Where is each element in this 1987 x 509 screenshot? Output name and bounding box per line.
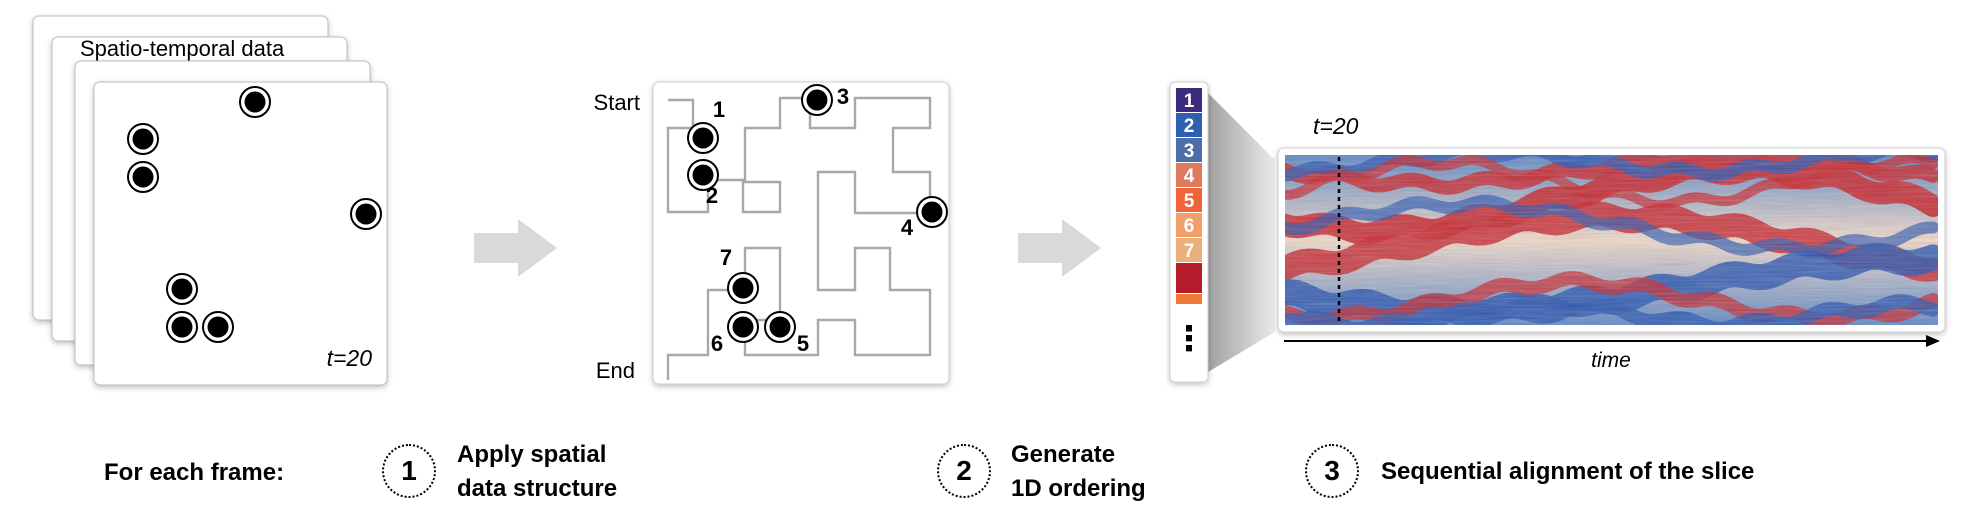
ordering-swatch-4: 4 [1176, 163, 1202, 187]
frame-point-7 [202, 311, 234, 343]
step-1-text: Apply spatial data structure [457, 438, 617, 506]
ordering-ellipsis: ⋮ [1172, 319, 1206, 359]
frame-point-6 [166, 311, 198, 343]
frame-time-label: t=20 [327, 345, 373, 371]
ordering-swatch-label-5: 5 [1184, 191, 1195, 212]
frame-points [127, 86, 382, 343]
step-3-badge: 3 [1305, 444, 1359, 498]
step-2-line-1: Generate [1011, 441, 1116, 468]
curve-point-5 [764, 311, 796, 343]
curve-point-label-6: 6 [711, 331, 723, 356]
curve-point-4 [916, 196, 948, 228]
ordering-swatch-1: 1 [1176, 88, 1202, 112]
curve-point-7 [727, 272, 759, 304]
curve-point-2 [687, 159, 719, 191]
curve-point-labels: 1 2 3 4 5 6 7 [706, 84, 914, 356]
step-1-badge: 1 [382, 444, 436, 498]
heatmap-texture [1285, 155, 1938, 325]
curve-point-1 [687, 122, 719, 154]
step-2-badge: 2 [937, 444, 991, 498]
step-2-line-2: 1D ordering [1011, 475, 1146, 502]
steps-lead: For each frame: [104, 459, 285, 486]
frame-stack-title: Spatio-temporal data [80, 36, 285, 61]
ordering-swatch-label-7: 7 [1184, 241, 1195, 262]
step-2-text: Generate 1D ordering [1011, 438, 1146, 506]
curve-end-label: End [596, 358, 635, 383]
curve-point-label-1: 1 [713, 97, 725, 122]
frame-point-2 [127, 123, 159, 155]
ordering-swatch-label-6: 6 [1184, 216, 1195, 237]
frame-point-5 [166, 273, 198, 305]
ordering-swatch-5: 5 [1176, 188, 1202, 212]
flow-arrow-1 [474, 219, 557, 277]
ordering-swatch-label-4: 4 [1184, 166, 1195, 187]
curve-point-label-3: 3 [837, 84, 849, 109]
curve-point-label-5: 5 [797, 331, 809, 356]
ordering-swatch-label-3: 3 [1184, 141, 1195, 162]
curve-point-6 [727, 311, 759, 343]
slice-time-label: t=20 [1313, 113, 1359, 139]
ordering-swatch-2: 2 [1176, 113, 1202, 137]
frame-point-1 [239, 86, 271, 118]
curve-point-label-7: 7 [720, 245, 732, 270]
ordering-swatch-7: 7 [1176, 238, 1202, 262]
ordering-swatch-3: 3 [1176, 138, 1202, 162]
ordering-swatch-8 [1176, 263, 1202, 293]
projection-funnel [1203, 88, 1275, 375]
step-1-line-2: data structure [457, 475, 618, 502]
curve-point-label-2: 2 [706, 183, 718, 208]
curve-frame [652, 81, 950, 385]
ordering-swatch-label-1: 1 [1184, 91, 1195, 112]
front-frame [93, 81, 388, 386]
step-1-line-1: Apply spatial [457, 441, 607, 468]
step-3-text: Sequential alignment of the slice [1381, 458, 1755, 485]
curve-points [687, 84, 948, 343]
ordering-swatch-label-2: 2 [1184, 116, 1195, 137]
curve-point-3 [801, 84, 833, 116]
frame-point-3 [127, 161, 159, 193]
ordering-swatches: 1 2 3 4 5 6 7 [1176, 88, 1202, 304]
ordering-swatch-9 [1176, 294, 1202, 304]
curve-start-label: Start [594, 90, 640, 115]
curve-panel: Start End [594, 81, 950, 385]
flow-arrow-2 [1018, 219, 1101, 277]
frame-point-4 [350, 198, 382, 230]
alignment-slice [1277, 147, 1946, 333]
curve-point-label-4: 4 [901, 215, 914, 240]
time-axis-arrowhead [1926, 335, 1940, 347]
ordering-swatch-6: 6 [1176, 213, 1202, 237]
time-axis-label: time [1591, 349, 1631, 372]
